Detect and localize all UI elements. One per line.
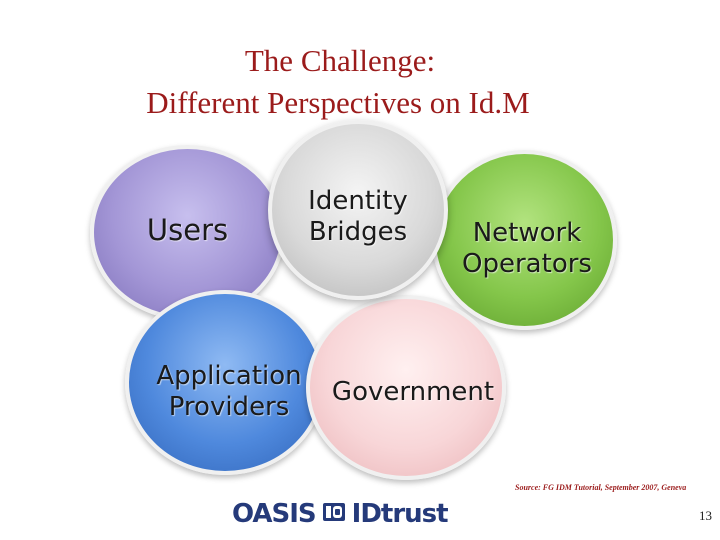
source-citation: Source: FG IDM Tutorial, September 2007,… [515, 483, 687, 492]
slide-title-line-2: Different Perspectives on Id.M [146, 85, 530, 120]
identity-bridges-circle [268, 120, 448, 300]
logo-oasis-text: OASIS [232, 499, 317, 529]
identity-bridges-label: Identity Bridges [278, 186, 438, 248]
government-circle [306, 295, 506, 480]
network-operators-label: Network Operators [442, 218, 612, 280]
identity-bridges-label-line-1: Identity [308, 186, 408, 216]
identity-bridges-label-line-2: Bridges [308, 217, 408, 247]
application-providers-label: Application Providers [140, 361, 318, 423]
idtrust-mark-icon [322, 501, 346, 528]
government-label-line-1: Government [331, 377, 495, 407]
network-operators-circle [432, 150, 617, 330]
application-providers-label-line-1: Application [156, 361, 302, 391]
page-number: 13 [699, 508, 712, 523]
application-providers-label-line-2: Providers [168, 392, 290, 422]
government-label: Government [318, 376, 508, 408]
users-label-line-1: Users [146, 213, 229, 247]
users-label: Users [110, 214, 265, 246]
oasis-idtrust-logo: OASIS IDtrust [232, 497, 449, 531]
network-operators-label-line-1: Network [472, 218, 582, 248]
slide-title-line-1: The Challenge: [244, 43, 436, 78]
network-operators-label-line-2: Operators [462, 249, 592, 279]
logo-idtrust-text: IDtrust [351, 499, 449, 529]
